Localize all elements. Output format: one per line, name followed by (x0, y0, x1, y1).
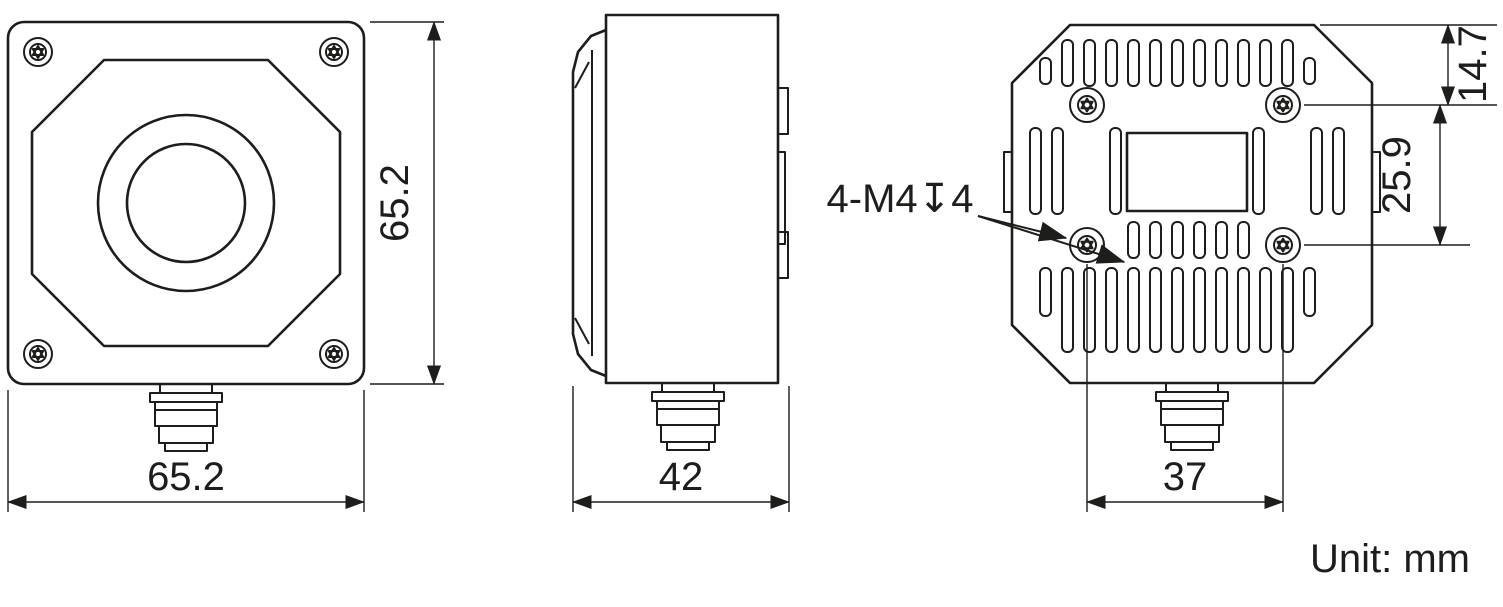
back-top-to-hole-dimension: 14.7 (1304, 24, 1497, 106)
fin-slot (1252, 127, 1265, 215)
fin-slot (1259, 39, 1272, 87)
back-view (1003, 23, 1381, 451)
fin-slot (1149, 267, 1162, 353)
fin-slot (1061, 267, 1074, 353)
back-body-outline (1010, 23, 1374, 385)
fin-slot (1171, 39, 1184, 87)
fin-slot (1193, 267, 1206, 353)
fin-slot (1259, 267, 1272, 353)
fin-slot (1332, 127, 1345, 215)
fin-slot (1281, 39, 1294, 87)
front-bezel-octagon (30, 58, 342, 348)
side-depth-dimension: 42 (572, 386, 790, 512)
top-edge-to-hole-label: 14.7 (1451, 25, 1495, 103)
side-cover-mark-bottom (574, 317, 590, 345)
side-front-cover (571, 28, 607, 378)
fin-slot (1215, 221, 1228, 259)
fin-slot (1303, 267, 1316, 317)
front-width-dimension: 65.2 (7, 390, 365, 512)
torx-screw (23, 339, 53, 369)
torx-screw (1265, 87, 1301, 123)
fin-slot (1303, 57, 1316, 85)
torx-screw (319, 37, 349, 67)
lens-outer-ring (96, 113, 276, 293)
hole-row-spacing-label: 25.9 (1375, 136, 1419, 214)
front-body-outline (6, 20, 366, 386)
torx-screw (319, 339, 349, 369)
front-height-label: 65.2 (373, 164, 417, 242)
torx-screw (1069, 227, 1105, 263)
back-hole-rows-dimension: 25.9 (1304, 104, 1470, 246)
fin-slot (1171, 221, 1184, 259)
front-height-dimension: 65.2 (370, 21, 444, 385)
m12-connector (149, 383, 223, 452)
fin-slot (1109, 127, 1122, 215)
fin-slot (1127, 267, 1140, 353)
fin-slot (1215, 267, 1228, 353)
side-body-outline (604, 13, 780, 385)
thread-callout-label: 4-M4↧4 (827, 177, 974, 221)
fin-slot (1051, 127, 1064, 215)
fin-slot (1127, 221, 1140, 259)
front-view (6, 20, 366, 452)
fin-slot (1105, 267, 1118, 353)
label-plate (1125, 131, 1249, 213)
fin-slot (1215, 39, 1228, 87)
torx-screw (1069, 87, 1105, 123)
fin-slot (1237, 221, 1250, 259)
fin-slot (1061, 39, 1074, 87)
fin-slot (1149, 221, 1162, 259)
heatsink-fins (1029, 39, 1345, 353)
side-rear-bump-bottom (777, 231, 789, 279)
lens-inner-ring (125, 142, 247, 264)
m12-connector (1155, 382, 1229, 451)
hole-spacing-label: 37 (1163, 455, 1208, 499)
back-left-tab (1003, 151, 1013, 213)
thread-callout: 4-M4↧4 (827, 177, 1126, 264)
fin-slot (1310, 127, 1323, 215)
front-width-label: 65.2 (147, 455, 225, 499)
fin-slot (1193, 39, 1206, 87)
torx-screw (23, 37, 53, 67)
side-depth-label: 42 (659, 455, 704, 499)
fin-slot (1105, 39, 1118, 87)
fin-slot (1127, 39, 1140, 87)
fin-slot (1039, 267, 1052, 317)
fin-slot (1149, 39, 1162, 87)
fin-slot (1029, 127, 1042, 215)
fin-slot (1237, 267, 1250, 353)
fin-slot (1039, 57, 1052, 85)
fin-slot (1083, 39, 1096, 87)
fin-slot (1193, 221, 1206, 259)
side-cover-mark-top (574, 61, 590, 89)
fin-slot (1083, 267, 1096, 353)
side-rear-bump-top (777, 87, 789, 135)
fin-slot (1237, 39, 1250, 87)
back-hole-spacing-dimension: 37 (1086, 264, 1284, 512)
m12-connector (651, 382, 725, 451)
back-right-tab (1371, 151, 1381, 213)
unit-label: Unit: mm (1310, 537, 1470, 581)
side-rear-strip (777, 151, 786, 245)
fin-slot (1171, 267, 1184, 353)
side-view (571, 13, 789, 451)
torx-screw (1265, 227, 1301, 263)
